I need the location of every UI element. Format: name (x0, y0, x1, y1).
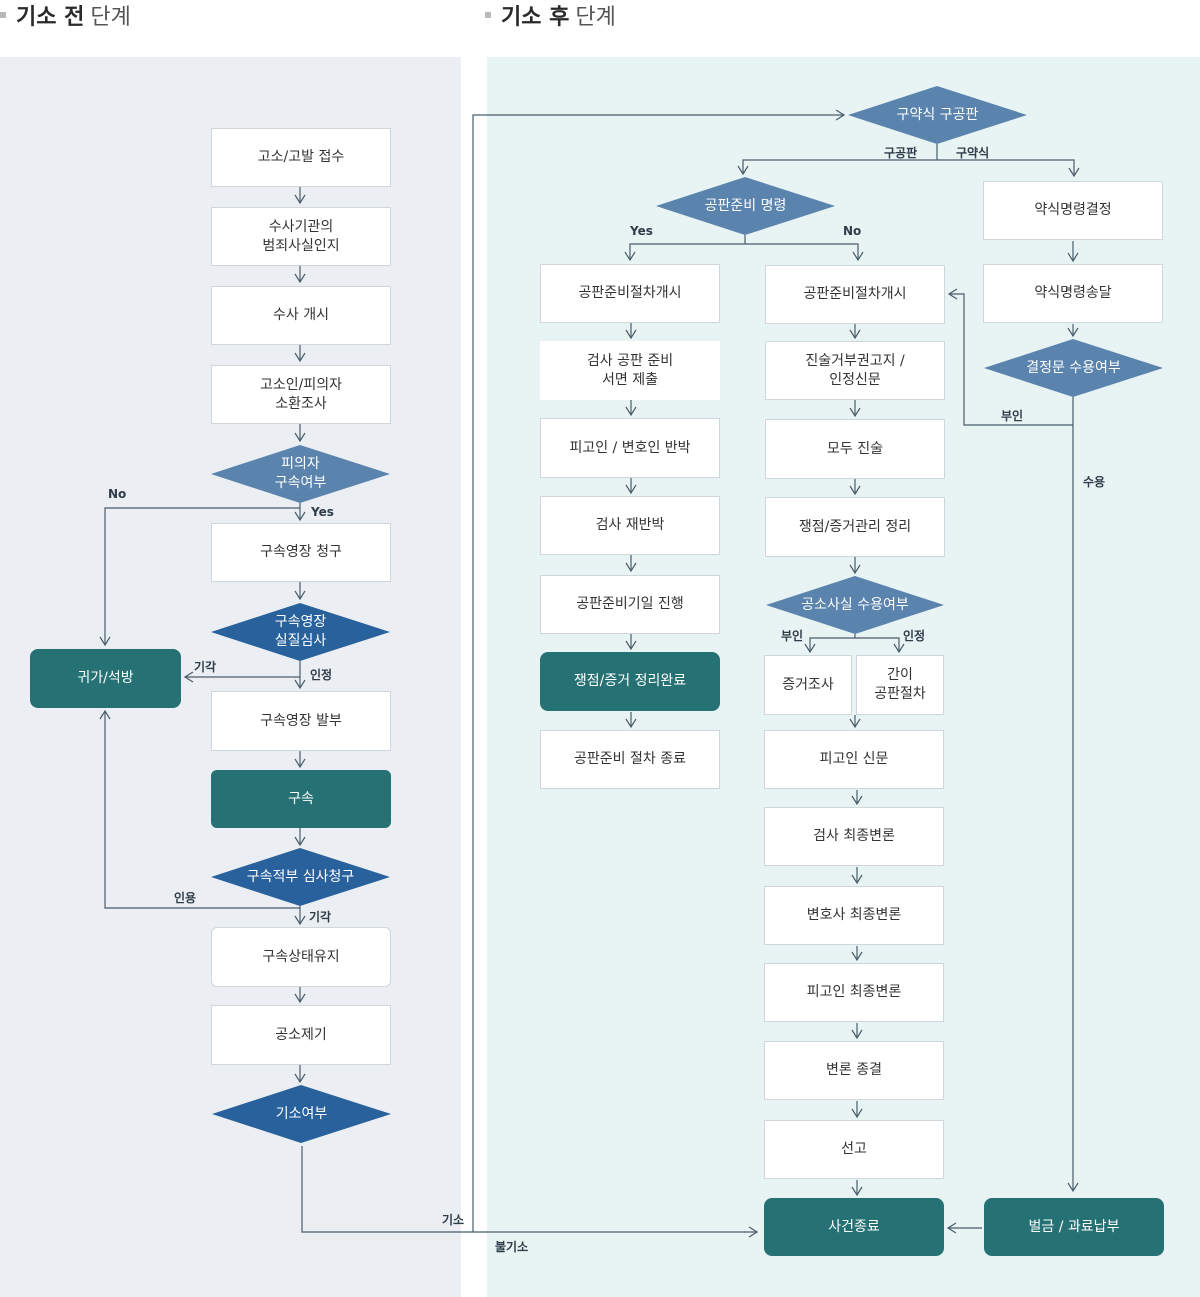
diamond-summary-formal-shape (848, 86, 1027, 144)
node-summary-order-delivery: 약식명령송달 (983, 264, 1163, 323)
node-sentence: 선고 (764, 1120, 944, 1179)
arrow-pretrial-no (745, 243, 864, 262)
node-simplified-trial: 간이 공판절차 (856, 655, 944, 715)
post-stage-heading-bold: 기소 후 (501, 5, 570, 30)
node-complaint: 고소/고발 접수 (211, 128, 391, 187)
node-indictment: 공소제기 (211, 1005, 391, 1065)
node-opening-statement: 모두 진술 (765, 419, 945, 479)
diamond-accept-decision: 결정문 수용여부 (1026, 359, 1121, 376)
node-investigation-start: 수사 개시 (211, 286, 391, 345)
node-pretrial-date: 공판준비기일 진행 (540, 575, 720, 634)
diamond-detain-decision-shape (211, 445, 390, 503)
node-defense-rebuttal: 피고인 / 변호인 반박 (540, 418, 720, 478)
arrow-not-prosecute-to-case-end (301, 1146, 759, 1238)
label-not-prosecute: 불기소 (495, 1240, 529, 1254)
label-pretrial-yes: Yes (630, 224, 653, 238)
arrow-formal (737, 159, 937, 176)
node-warrant-request: 구속영장 청구 (211, 523, 391, 582)
node-pretrial-end: 공판준비 절차 종료 (540, 730, 720, 789)
node-lawyer-final: 변호사 최종변론 (764, 886, 944, 945)
node-arrest: 구속 (211, 770, 391, 828)
diamond-prosecute-decision: 기소여부 (275, 1105, 328, 1122)
diamond-warrant-review: 구속영장 실질심사 (274, 614, 327, 649)
bullet-square-icon (485, 12, 491, 18)
node-keep-detention: 구속상태유지 (211, 927, 391, 987)
label-prosecute: 기소 (442, 1213, 465, 1227)
diamond-warrant-review-shape (211, 603, 390, 661)
diamond-review-request-shape (211, 848, 390, 906)
node-summary-order-decision: 약식명령결정 (983, 181, 1163, 240)
label-pretrial-no: No (843, 224, 862, 238)
node-refusal-notice: 진술거부권고지 / 인정신문 (765, 341, 945, 400)
diamond-summary-or-formal: 구약식 구공판 (896, 106, 979, 123)
arrow-facts-deny (804, 637, 855, 654)
node-warrant-issue: 구속영장 발부 (211, 691, 391, 751)
label-yes-detain: Yes (311, 505, 334, 519)
node-defendant-final: 피고인 최종변론 (764, 963, 944, 1022)
label-deny: 부인 (1001, 409, 1024, 423)
diamond-facts-accept: 공소사실 수용여부 (801, 596, 909, 613)
diamond-detain-decision: 피의자 구속여부 (274, 456, 327, 491)
label-accept-review: 인용 (174, 891, 197, 905)
label-formal-trial: 구공판 (884, 146, 918, 160)
node-case-end: 사건종료 (764, 1198, 944, 1256)
node-issue-complete: 쟁점/증거 정리완료 (540, 652, 720, 711)
node-pretrial-start-no: 공판준비절차개시 (765, 265, 945, 324)
label-dismiss-review: 기각 (309, 910, 332, 924)
node-prosecutor-rebuttal: 검사 재반박 (540, 496, 720, 555)
pre-stage-heading: 기소 전 단계 (0, 0, 131, 30)
diamond-accept-decision-shape (984, 339, 1163, 397)
node-prosecutor-final: 검사 최종변론 (764, 807, 944, 866)
arrow-summary (937, 159, 1080, 178)
node-fine-payment: 벌금 / 과료납부 (984, 1198, 1164, 1256)
arrow-facts-admit (855, 637, 905, 654)
diamond-pretrial-order-shape (656, 177, 835, 235)
label-facts-admit: 인정 (903, 629, 926, 643)
node-summon: 고소인/피의자 소환조사 (211, 365, 391, 424)
node-defendant-exam: 피고인 신문 (764, 730, 944, 789)
pre-stage-heading-bold: 기소 전 (16, 5, 85, 30)
post-stage-heading: 기소 후 단계 (485, 0, 616, 30)
diamond-review-request: 구속적부 심사청구 (246, 868, 355, 885)
label-no-detain: No (108, 487, 127, 501)
arrow-accept-to-release (99, 709, 300, 909)
node-evidence-examination: 증거조사 (764, 655, 852, 715)
diamond-prosecute-decision-shape (212, 1085, 391, 1143)
label-approve-warrant: 인정 (310, 668, 333, 682)
arrow-pretrial-yes (624, 243, 745, 262)
label-facts-deny: 부인 (781, 629, 804, 643)
post-stage-heading-normal: 단계 (575, 5, 616, 30)
pre-stage-heading-normal: 단계 (90, 5, 131, 30)
arrow-no-to-release (99, 507, 300, 647)
diamond-facts-accept-shape (766, 576, 944, 634)
node-closing: 변론 종결 (764, 1041, 944, 1100)
node-prosecutor-document: 검사 공판 준비 서면 제출 (540, 341, 720, 400)
node-pretrial-start-yes: 공판준비절차개시 (540, 264, 720, 323)
arrow-prosecute-to-summary-formal (472, 109, 846, 1232)
node-issue-organize: 쟁점/증거관리 정리 (765, 497, 945, 557)
label-accept: 수용 (1083, 475, 1106, 489)
label-summary: 구약식 (956, 146, 990, 160)
node-investigation-agency: 수사기관의 범죄사실인지 (211, 207, 391, 266)
diamond-pretrial-order: 공판준비 명령 (704, 197, 787, 214)
arrow-deny-to-pretrial (947, 288, 1074, 426)
label-dismiss-warrant: 기각 (194, 660, 217, 674)
bullet-square-icon (0, 12, 6, 18)
node-release: 귀가/석방 (30, 649, 181, 708)
